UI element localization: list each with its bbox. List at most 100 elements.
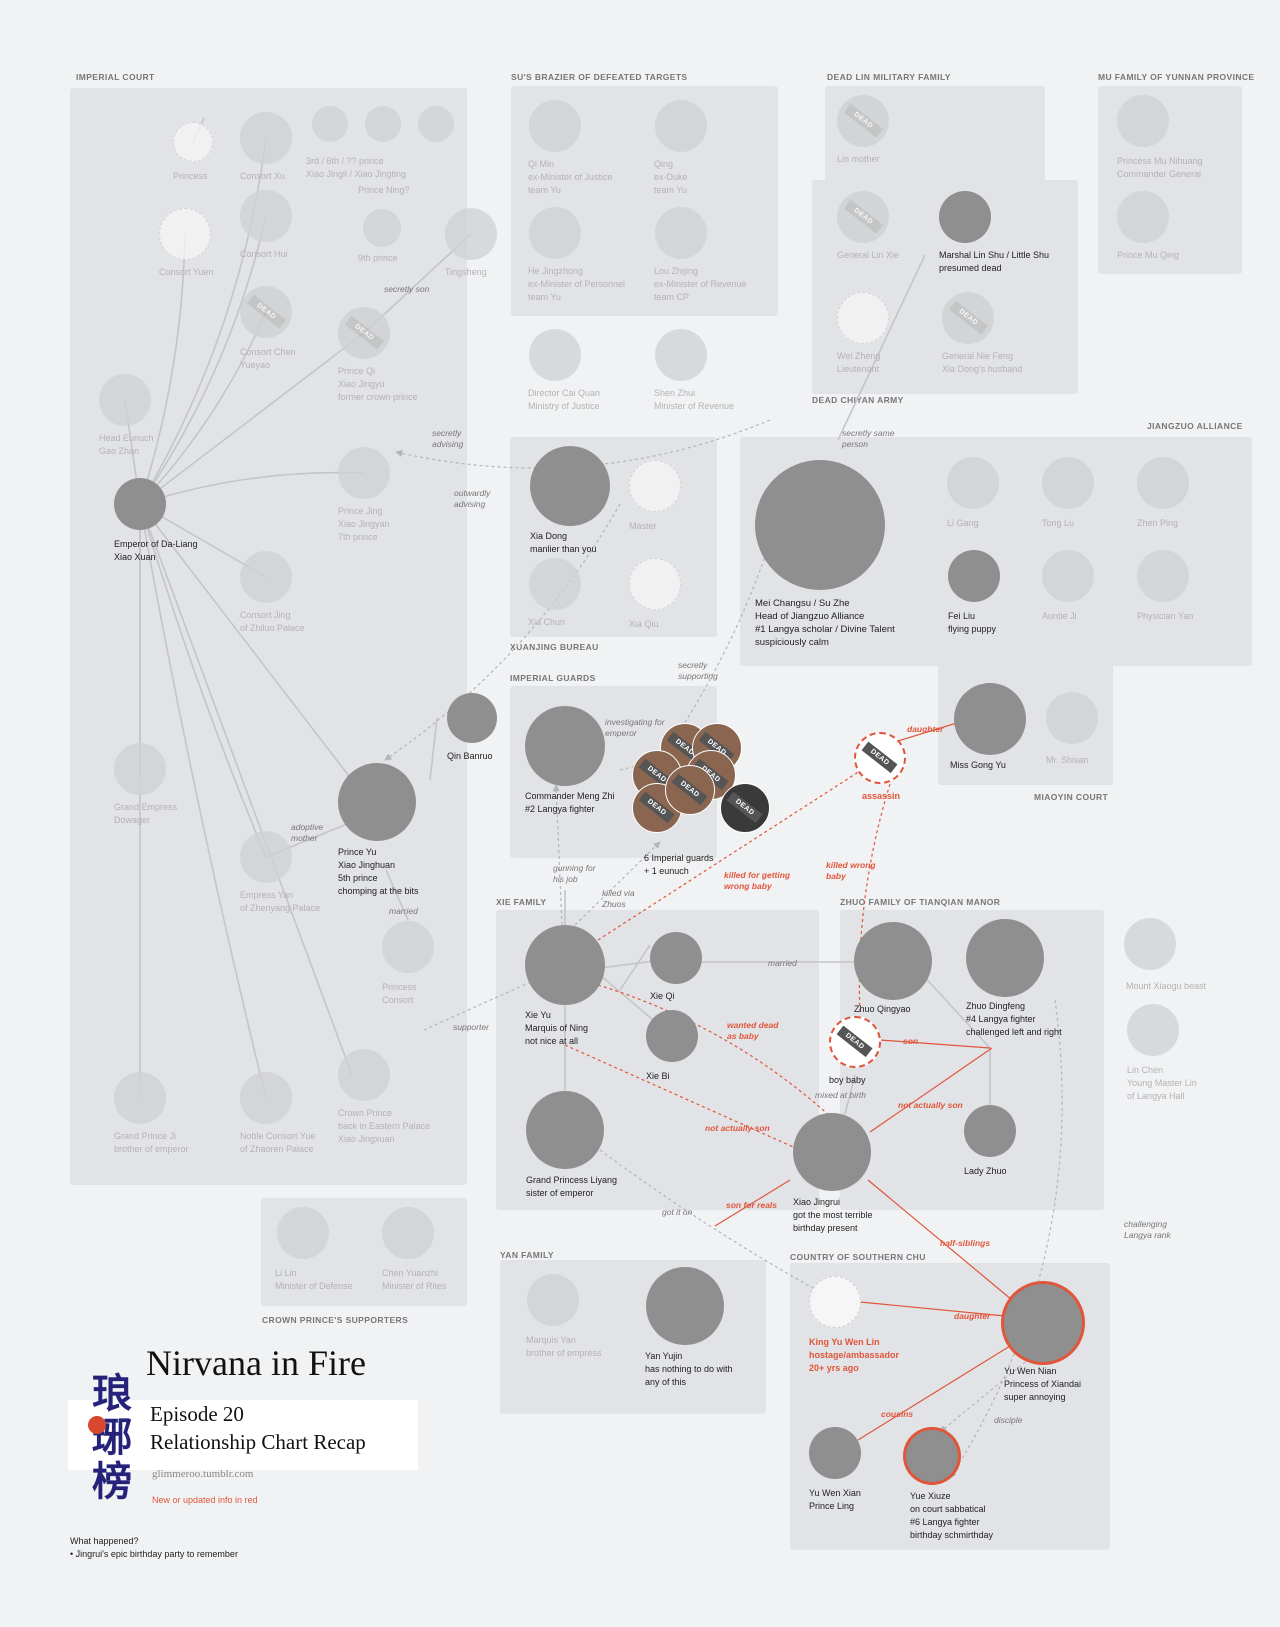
portrait-avatar xyxy=(338,1049,390,1101)
portrait-avatar: DEAD xyxy=(837,191,889,243)
person-gong-yu: Miss Gong Yu xyxy=(950,683,1026,770)
person-consort-yuen: Consort Yuen xyxy=(159,208,213,277)
dead-banner: DEAD xyxy=(843,199,883,234)
person-label: Empress Yan of Zhenyang Palace xyxy=(240,890,321,913)
group-label-imperial-guards: IMPERIAL GUARDS xyxy=(510,673,596,683)
person-lin-chen: Lin Chen Young Master Lin of Langya Hall xyxy=(1127,1004,1197,1101)
portrait-avatar xyxy=(365,106,401,142)
portrait-avatar xyxy=(655,329,707,381)
person-empress-yan: Empress Yan of Zhenyang Palace xyxy=(240,831,320,913)
person-li-gang: Li Gang xyxy=(947,457,999,528)
dead-banner: DEAD xyxy=(861,741,899,774)
portrait-avatar: DEAD xyxy=(240,286,292,338)
group-label-mu-family: MU FAMILY OF YUNNAN PROVINCE xyxy=(1098,72,1255,82)
group-label-zhuo-family: ZHUO FAMILY OF TIANQIAN MANOR xyxy=(840,897,1001,907)
person-label: Xie Bi xyxy=(646,1071,670,1081)
group-label-jiangzuo: JIANGZUO ALLIANCE xyxy=(1147,421,1243,431)
person-qing: Qing ex-Duke team Yu xyxy=(654,100,707,195)
dead-banner: DEAD xyxy=(344,315,384,350)
person-label: Prince Jing Xiao Jingyan 7th prince xyxy=(338,506,390,542)
person-label: Qing ex-Duke team Yu xyxy=(654,159,688,195)
person-zhuo-dingfeng: Zhuo Dingfeng #4 Langya fighter challeng… xyxy=(966,919,1062,1037)
portrait-avatar: DEAD xyxy=(837,95,889,147)
person-lou-zhijing: Lou Zhijing ex-Minister of Revenue team … xyxy=(654,207,747,302)
person-label: Xia Qiu xyxy=(629,619,659,629)
person-king-yuwen: King Yu Wen Lin hostage/ambassador 20+ y… xyxy=(809,1276,899,1373)
edge-label: killed for getting wrong baby xyxy=(724,870,791,891)
nirvana-logo-icon: 琅琊榜 xyxy=(84,1372,140,1504)
person-jingrui: Xiao Jingrui got the most terrible birth… xyxy=(793,1113,873,1233)
portrait-avatar xyxy=(793,1113,871,1191)
person-yan-yujin: Yan Yujin has nothing to do with any of … xyxy=(645,1267,733,1387)
person-label: Prince Qi Xiao Jingyu former crown princ… xyxy=(338,366,418,402)
portrait-avatar xyxy=(418,106,454,142)
portrait-avatar xyxy=(1137,457,1189,509)
person-label: Xia Chun xyxy=(528,617,566,627)
portrait-avatar xyxy=(338,447,390,499)
portrait-avatar xyxy=(1117,95,1169,147)
portrait-avatar xyxy=(1117,191,1169,243)
person-label: Mount Xiaogu beast xyxy=(1126,981,1207,991)
portrait-avatar xyxy=(1046,692,1098,744)
person-label: Grand Empress Dowager xyxy=(114,802,178,825)
portrait-avatar xyxy=(646,1010,698,1062)
logo-seal-icon xyxy=(88,1416,106,1434)
person-p7 xyxy=(418,106,454,142)
portrait-avatar xyxy=(114,1072,166,1124)
portrait-avatar xyxy=(529,558,581,610)
portrait-avatar xyxy=(447,693,497,743)
person-label: Wei Zheng Lieutenant xyxy=(837,351,881,374)
portrait-avatar xyxy=(99,374,151,426)
edge-label: wanted dead as baby xyxy=(727,1020,779,1041)
edge-label: son for reals xyxy=(726,1200,778,1210)
source-site[interactable]: glimmeroo.tumblr.com xyxy=(152,1468,254,1480)
portrait-avatar xyxy=(966,919,1044,997)
person-zhen-ping: Zhen Ping xyxy=(1137,457,1189,528)
person-label: Xiao Jingrui got the most terrible birth… xyxy=(793,1197,873,1233)
group-label-xie-family: XIE FAMILY xyxy=(496,897,547,907)
what-happened-heading: What happened? xyxy=(70,1536,139,1546)
person-qi-min: Qi Min ex-Minister of Justice team Yu xyxy=(528,100,613,195)
portrait-avatar xyxy=(382,1207,434,1259)
person-label: Consort Chen Yueyao xyxy=(240,347,296,370)
group-label-dead-chiyan: DEAD CHIYAN ARMY xyxy=(812,395,904,405)
portrait-avatar: DEAD xyxy=(854,732,906,784)
person-grand-dowager: Grand Empress Dowager xyxy=(114,743,177,825)
person-label: Miss Gong Yu xyxy=(950,760,1006,770)
person-label: Lady Zhuo xyxy=(964,1166,1007,1176)
person-mr-shisan: Mr. Shisan xyxy=(1046,692,1098,765)
person-ninth-prince: 9th prince xyxy=(358,209,401,263)
person-consort-hui: Consort Hui xyxy=(240,190,292,259)
edge-label: investigating for emperor xyxy=(605,717,665,738)
group-label-xuanjing: XUANJING BUREAU xyxy=(510,642,599,652)
person-auntie-ji: Auntie Ji xyxy=(1042,550,1094,621)
person-shen-zhui: Shen Zhui Minister of Revenue xyxy=(654,329,734,411)
edge-label: got it on xyxy=(662,1207,693,1217)
portrait-avatar xyxy=(939,191,991,243)
portrait-avatar xyxy=(240,551,292,603)
person-xia-chun: Xia Chun xyxy=(528,558,581,627)
person-prince-qi: DEAD Prince Qi Xiao Jingyu former crown p… xyxy=(338,307,418,402)
edge-label: secretly supporting xyxy=(678,660,718,681)
person-physician-yan: Physician Yan xyxy=(1137,550,1193,621)
guard-portrait: DEAD xyxy=(720,783,770,833)
portrait-avatar: DEAD xyxy=(829,1016,881,1068)
person-label: 6 Imperial guards + 1 eunuch xyxy=(644,853,714,876)
legend-note: New or updated info in red xyxy=(152,1495,258,1505)
portrait-avatar xyxy=(755,460,885,590)
person-lin-shu: Marshal Lin Shu / Little Shu presumed de… xyxy=(939,191,1049,273)
edge-label: secretly son xyxy=(384,284,430,294)
portrait-avatar xyxy=(338,763,416,841)
dead-banner: DEAD xyxy=(948,300,988,335)
edge-label: married xyxy=(389,906,418,916)
person-label: Consort Xu xyxy=(240,171,286,181)
portrait-avatar xyxy=(809,1427,861,1479)
chart-subtitle: Relationship Chart Recap xyxy=(150,1430,366,1454)
portrait-avatar xyxy=(629,460,681,512)
portrait-avatar xyxy=(1137,550,1189,602)
person-label: Princess Mu Nihuang Commander General xyxy=(1117,156,1203,179)
person-label: Qin Banruo xyxy=(447,751,493,761)
person-grand-prince-ji: Grand Prince Ji brother of emperor xyxy=(114,1072,189,1154)
person-label: Master xyxy=(629,521,657,531)
